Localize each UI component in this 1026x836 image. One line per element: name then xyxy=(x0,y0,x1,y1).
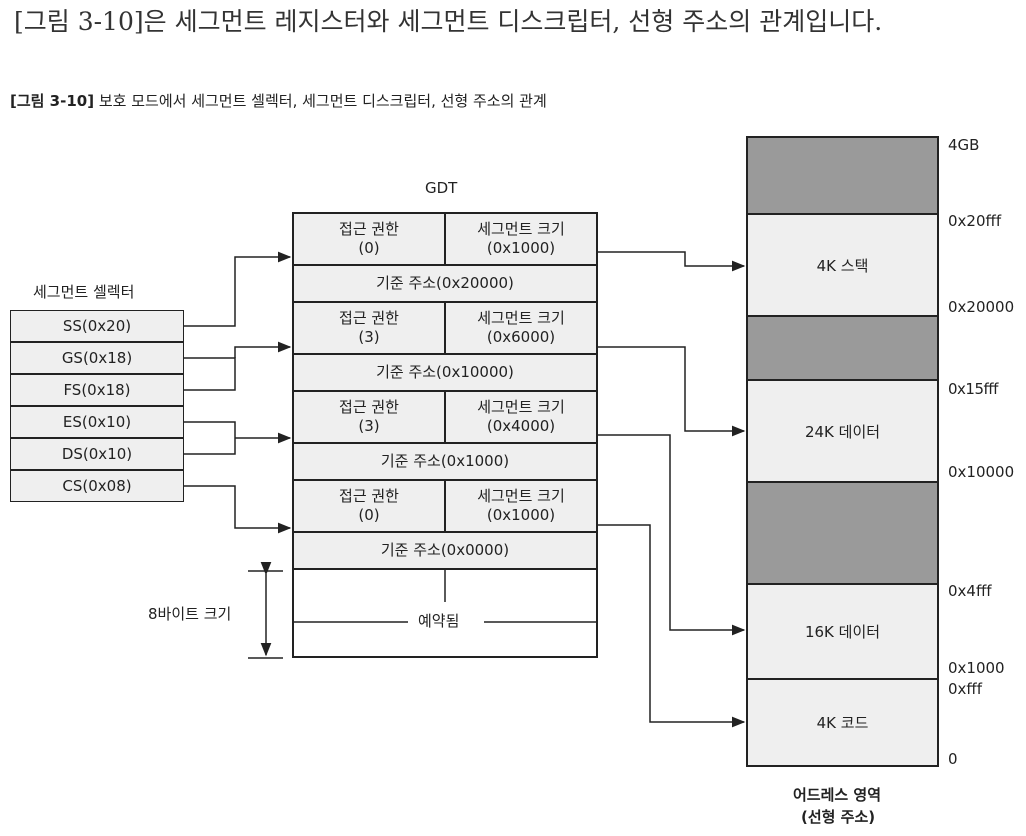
gdt-entry-0-size: 세그먼트 크기 (0x1000) xyxy=(444,212,598,266)
mem-free-3 xyxy=(746,481,939,585)
gdt-entry-2-size: 세그먼트 크기 (0x4000) xyxy=(444,390,598,444)
selector-gs: GS(0x18) xyxy=(10,342,184,374)
gdt-entry-3-size: 세그먼트 크기 (0x1000) xyxy=(444,479,598,533)
wire-gdt3-to-code xyxy=(598,524,746,728)
mem-code: 4K 코드 xyxy=(746,678,939,767)
gdt-reserved-label: 예약됨 xyxy=(414,610,464,631)
wire-gs-fs-to-gdt1-branch xyxy=(234,341,292,358)
addr-0x1000: 0x1000 xyxy=(948,659,1005,677)
figure-caption: [그림 3-10] 보호 모드에서 세그먼트 셀렉터, 세그먼트 디스크립터, … xyxy=(10,90,547,111)
figure-title: 보호 모드에서 세그먼트 셀렉터, 세그먼트 디스크립터, 선형 주소의 관계 xyxy=(98,92,547,110)
figure-tag: [그림 3-10] xyxy=(10,92,95,110)
selector-ss: SS(0x20) xyxy=(10,310,184,342)
entry-size-note: 8바이트 크기 xyxy=(148,605,232,623)
addr-0x15fff: 0x15fff xyxy=(948,380,998,398)
gdt-entry-3-base: 기준 주소(0x0000) xyxy=(292,531,598,570)
gdt-entry-2-base: 기준 주소(0x1000) xyxy=(292,442,598,481)
wire-gdt2-to-data16k xyxy=(598,434,746,636)
wire-gdt0-to-stack xyxy=(598,251,746,272)
addr-4gb: 4GB xyxy=(948,136,980,154)
gdt-entry-1-base: 기준 주소(0x10000) xyxy=(292,353,598,392)
wire-es-ds-to-gdt2 xyxy=(184,421,236,455)
mem-data-24k: 24K 데이터 xyxy=(746,379,939,483)
selector-es: ES(0x10) xyxy=(10,406,184,438)
addr-0x4fff: 0x4fff xyxy=(948,582,992,600)
wire-ss-to-gdt0 xyxy=(184,251,292,327)
addr-0x20fff: 0x20fff xyxy=(948,212,1002,230)
addr-0xfff: 0xfff xyxy=(948,680,983,698)
addr-0x10000: 0x10000 xyxy=(948,463,1015,481)
memory-subtitle: (선형 주소) xyxy=(801,808,876,826)
selector-title: 세그먼트 셀렉터 xyxy=(33,283,135,301)
page-heading: [그림 3-10]은 세그먼트 레지스터와 세그먼트 디스크립터, 선형 주소의… xyxy=(14,7,883,36)
selector-cs: CS(0x08) xyxy=(10,470,184,502)
memory-title: 어드레스 영역 xyxy=(793,786,882,804)
wire-gdt1-to-data24k xyxy=(598,346,746,437)
wire-gs-fs-to-gdt1 xyxy=(184,357,236,391)
selector-fs: FS(0x18) xyxy=(10,374,184,406)
selector-ds: DS(0x10) xyxy=(10,438,184,470)
gdt-title: GDT xyxy=(425,179,458,197)
addr-0x20000: 0x20000 xyxy=(948,298,1015,316)
wire-cs-to-gdt3 xyxy=(184,485,292,534)
gdt-entry-1-access: 접근 권한 (3) xyxy=(292,301,446,355)
mem-free-top xyxy=(746,136,939,215)
gdt-entry-1-size: 세그먼트 크기 (0x6000) xyxy=(444,301,598,355)
addr-0: 0 xyxy=(948,750,958,768)
